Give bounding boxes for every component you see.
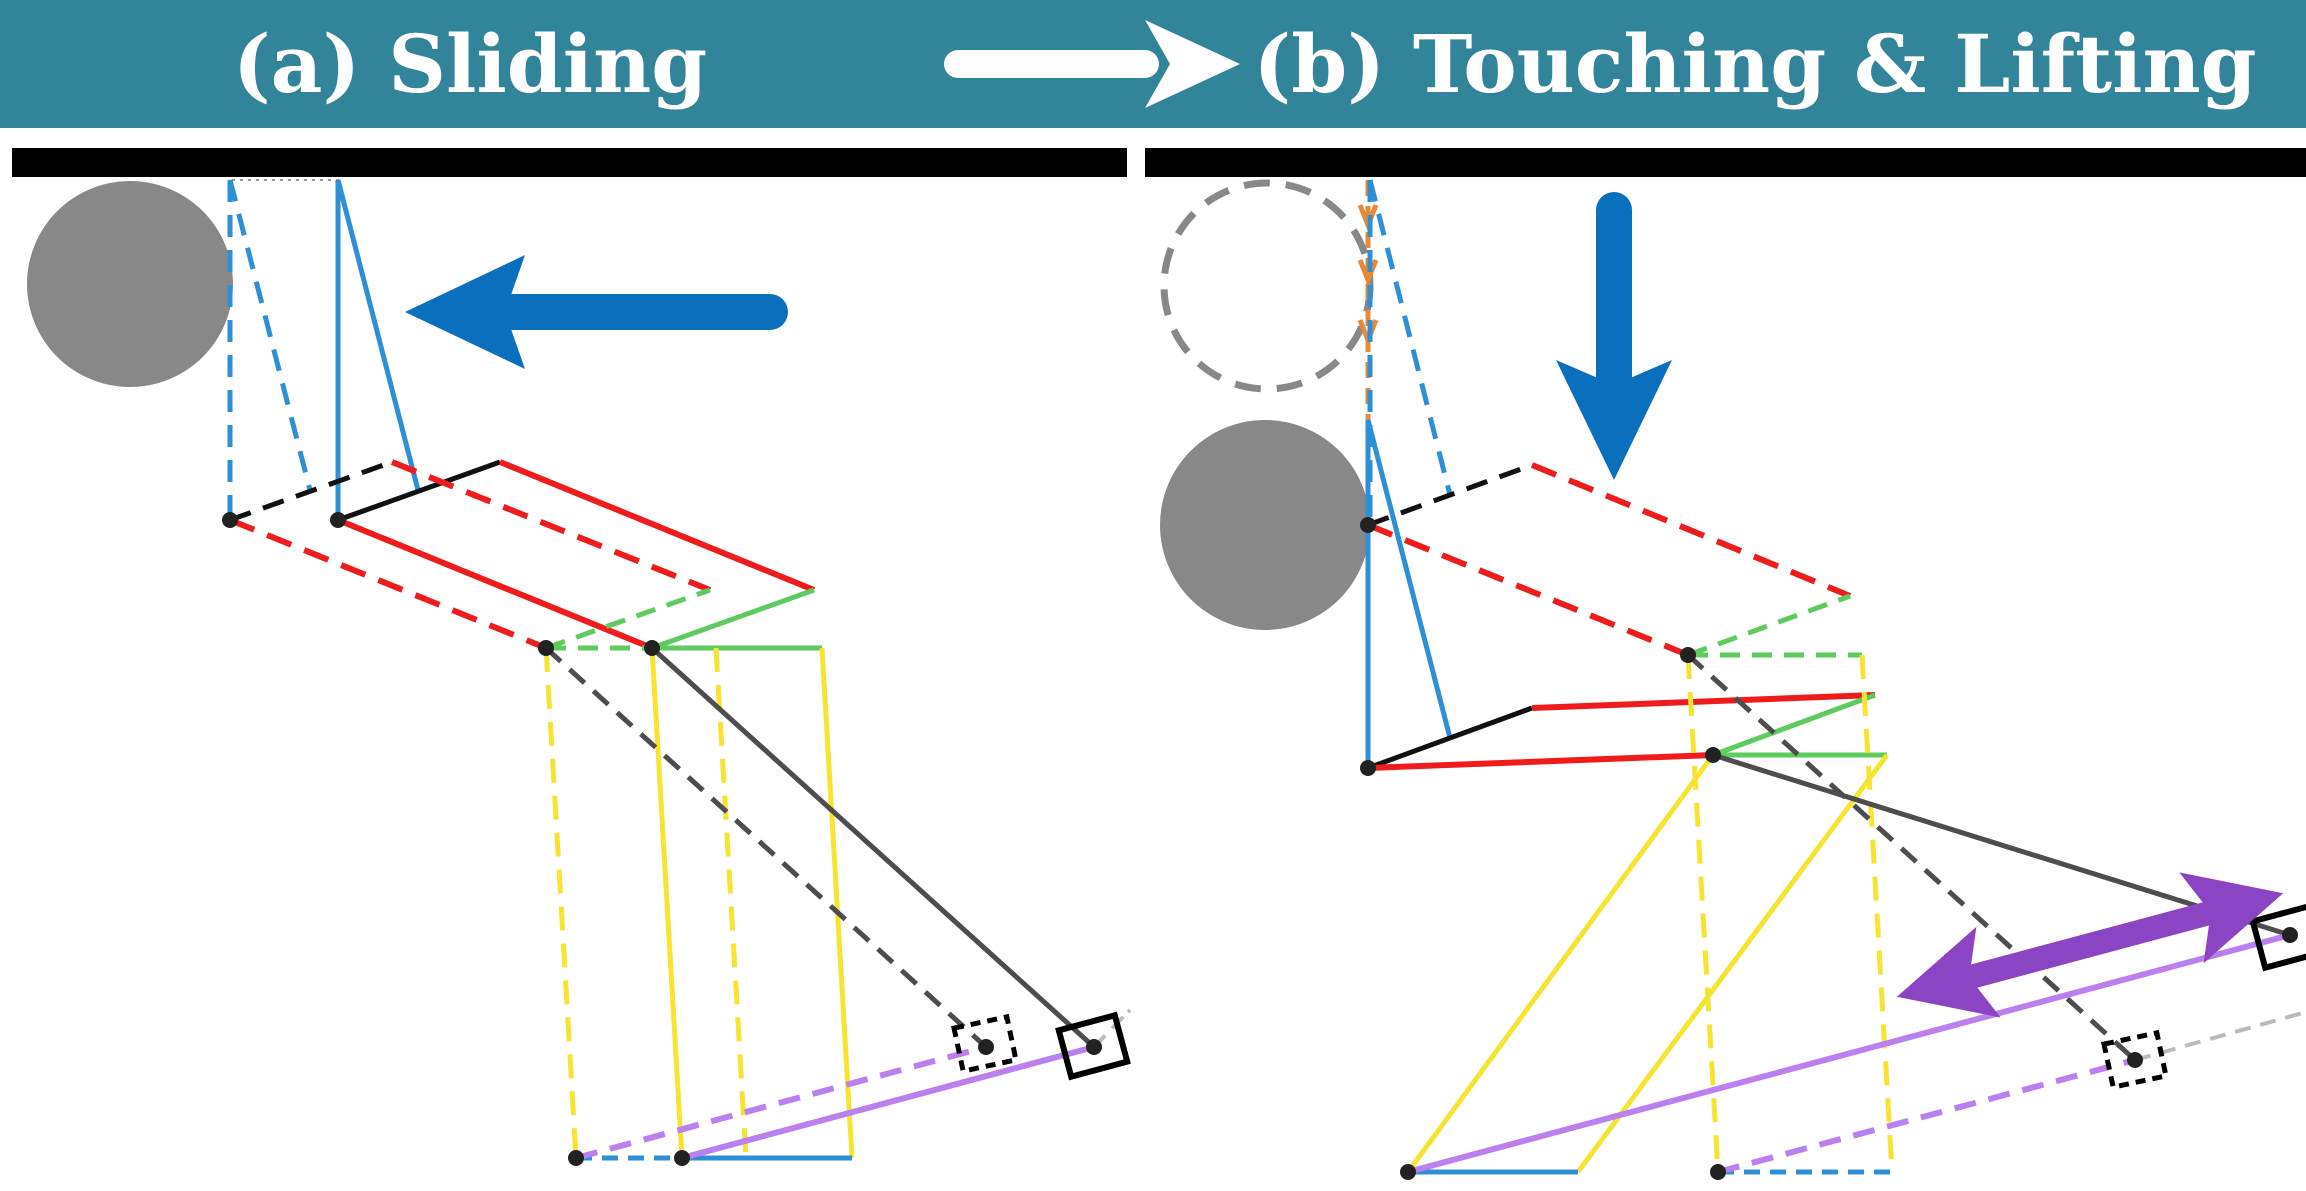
end-effector-previous-a — [951, 1013, 1019, 1075]
ball-a — [27, 181, 233, 387]
ball-previous-b — [1160, 179, 1374, 393]
title-banner: (a) Sliding (b) Touching & Lifting — [0, 0, 2306, 128]
green-link-b — [1687, 593, 1887, 758]
support-bar-b — [1145, 148, 2306, 177]
end-effector-b — [2249, 902, 2306, 972]
extension-line-a — [1092, 1008, 1132, 1049]
gray-link-a — [544, 646, 1096, 1049]
yellow-link-b — [1405, 654, 1895, 1174]
blue-link-a — [227, 179, 421, 520]
red-link-b — [1366, 462, 1876, 771]
end-effector-previous-b — [2101, 1029, 2169, 1091]
down-arrow-icon — [1556, 192, 1672, 480]
purple-link-b — [1407, 932, 2291, 1175]
end-effector-a — [1055, 1011, 1131, 1081]
joints-a — [222, 512, 1102, 1166]
blue-link-b — [1365, 179, 1453, 768]
panel-b-title: (b) Touching & Lifting — [1253, 17, 2257, 111]
support-bar-a — [12, 148, 1127, 177]
purple-link-a — [575, 1044, 1095, 1161]
extension-line-b — [2134, 1010, 2306, 1062]
double-headed-arrow-icon — [1896, 872, 2284, 1018]
black-link-b — [1367, 462, 1533, 771]
gray-link-b — [1686, 653, 2291, 1062]
yellow-link-a — [543, 647, 855, 1159]
joints-b — [1360, 517, 2298, 1180]
panel-a-title: (a) Sliding — [232, 17, 708, 111]
left-arrow-icon — [405, 255, 788, 369]
right-arrow-icon — [944, 20, 1240, 108]
ball-b — [1160, 420, 1370, 630]
extension-tip-a — [1126, 1008, 1132, 1014]
black-link-a — [229, 459, 501, 523]
green-link-a — [545, 587, 822, 651]
panel-a-diagram — [12, 148, 1132, 1166]
panel-b-diagram — [1145, 148, 2306, 1180]
red-link-a — [228, 459, 816, 651]
